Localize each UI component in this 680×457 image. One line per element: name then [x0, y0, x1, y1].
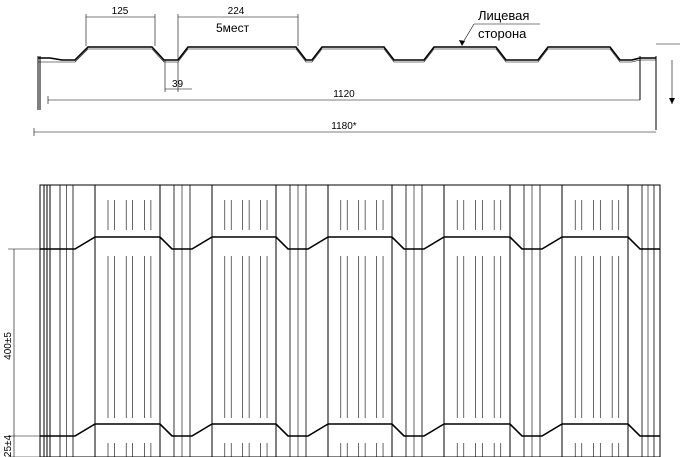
repeat-note: 5мест — [216, 21, 250, 35]
dim-pitch: 224 5мест — [177, 6, 299, 60]
face-side-callout: Лицевая сторона — [459, 8, 540, 46]
dim-step-length: 400±5 — [3, 248, 40, 437]
step-line-lower — [40, 423, 660, 437]
dim-tail-length: 25±4 — [3, 434, 40, 457]
dim-crest-width: 125 — [85, 6, 156, 46]
dim-step-length-label: 400±5 — [3, 332, 14, 360]
plan-view: 400±5 25±4 — [3, 184, 661, 457]
face-side-label-line2: сторона — [478, 26, 527, 41]
dim-total-width: 1180* — [33, 121, 656, 136]
plan-vertical-ribs — [59, 185, 655, 457]
face-side-label-line1: Лицевая — [478, 8, 529, 23]
dim-total-width-label: 1180* — [331, 121, 357, 132]
cross-section-view: 125 224 5мест 39 1120 1180* — [33, 6, 680, 136]
dim-working-width-label: 1120 — [333, 89, 355, 100]
step-line-upper — [40, 236, 660, 250]
dim-valley-width: 39 — [164, 60, 192, 92]
dim-valley-width-label: 39 — [172, 79, 184, 90]
dim-crest-width-label: 125 — [112, 6, 129, 17]
dim-tail-length-label: 25±4 — [3, 434, 14, 457]
profile-outline-inner — [38, 48, 656, 63]
dim-working-width: 1120 — [47, 89, 640, 104]
dim-pitch-label: 224 — [228, 6, 245, 17]
